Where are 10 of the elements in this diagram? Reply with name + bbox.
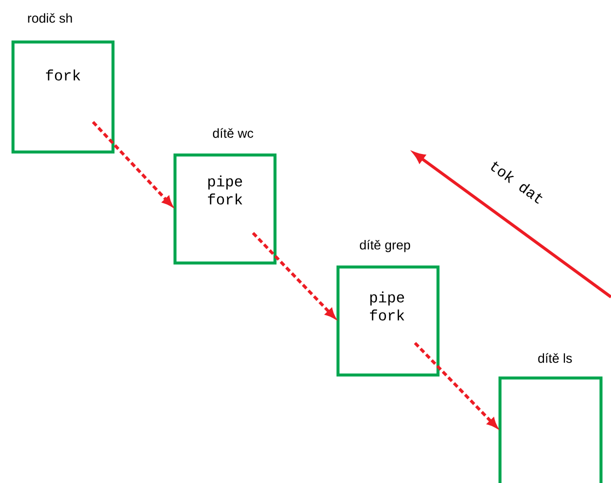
box-heading: dítě grep [360, 240, 410, 252]
box-text: fork [46, 70, 80, 80]
box-heading: rodič sh [28, 13, 72, 23]
box-text: pipe fork [370, 292, 404, 320]
arrow [252, 232, 336, 318]
arrow [92, 120, 172, 206]
box-text: pipe fork [208, 176, 242, 204]
box-heading: dítě wc [212, 128, 254, 138]
box-heading: dítě ls [538, 353, 572, 363]
arrow [414, 342, 498, 428]
